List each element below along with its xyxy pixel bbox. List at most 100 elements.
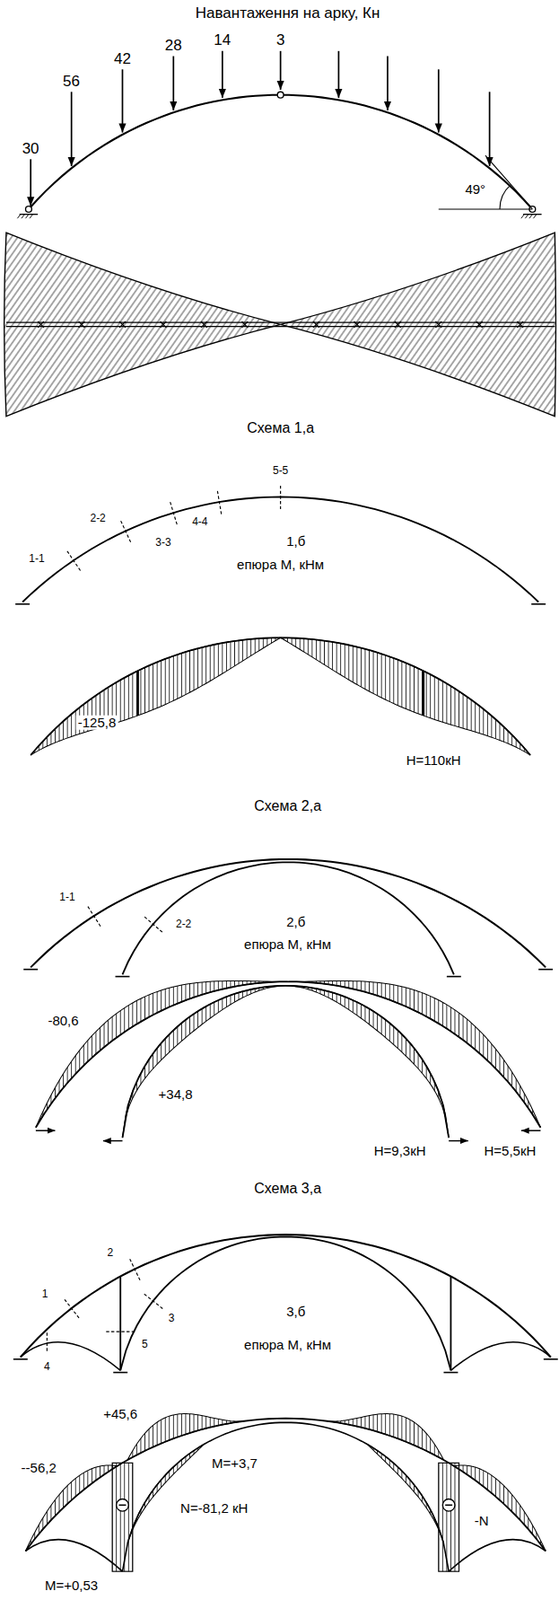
sign-symbol bbox=[445, 1503, 453, 1506]
thrust-arrow bbox=[521, 1128, 542, 1130]
ground-hatch bbox=[26, 214, 29, 219]
load-value: 14 bbox=[211, 32, 233, 50]
ground-hatch bbox=[17, 214, 20, 219]
load-arrow bbox=[122, 69, 124, 132]
support-symbol bbox=[15, 602, 30, 605]
moment-diagram bbox=[26, 1464, 118, 1551]
load-diagram bbox=[280, 232, 557, 417]
cross-mark bbox=[78, 321, 86, 328]
scheme-caption: Схема 1,а bbox=[244, 420, 316, 437]
section-mark: 5-5 bbox=[270, 465, 290, 478]
cross-mark bbox=[241, 321, 248, 328]
moment-value: +34,8 bbox=[157, 1085, 195, 1101]
section-mark-line bbox=[87, 905, 101, 926]
load-arrow bbox=[279, 51, 282, 90]
scheme-caption: 2,б bbox=[284, 913, 307, 929]
load-value: 30 bbox=[20, 140, 42, 158]
load-arrow bbox=[221, 51, 224, 98]
moment-diagram bbox=[127, 1413, 245, 1459]
section-mark: 1-1 bbox=[57, 891, 77, 904]
title: Навантаження на арку, Кн bbox=[193, 4, 383, 22]
ground-hatch bbox=[524, 214, 528, 219]
load-arrow bbox=[386, 56, 389, 112]
moment-diagram bbox=[366, 1442, 444, 1542]
drawing-layer bbox=[4, 51, 559, 1571]
load-value: 56 bbox=[61, 73, 82, 91]
section-mark-line bbox=[143, 915, 163, 932]
moment-value: +45,6 bbox=[101, 1405, 140, 1421]
support-symbol bbox=[23, 968, 38, 970]
thrust-value: H=5,5кН bbox=[482, 1143, 539, 1159]
section-mark-line bbox=[63, 1297, 79, 1318]
section-mark-line bbox=[129, 1257, 140, 1280]
support-hinge bbox=[26, 206, 33, 213]
arch-axis bbox=[28, 95, 533, 210]
section-mark-line bbox=[120, 519, 131, 542]
ground-hatch bbox=[529, 214, 533, 219]
moment-diagram bbox=[30, 637, 280, 755]
support-symbol bbox=[443, 1371, 458, 1373]
cross-mark bbox=[435, 321, 442, 328]
scheme-caption: Схема 3,а bbox=[252, 1180, 324, 1197]
ground-hatch bbox=[521, 214, 525, 219]
moment-value: M=+3,7 bbox=[209, 1455, 260, 1471]
cross-mark bbox=[160, 321, 167, 328]
cross-mark bbox=[160, 321, 167, 328]
force-value: N=-81,2 кН bbox=[178, 1500, 250, 1516]
cross-mark bbox=[119, 321, 126, 328]
load-diagram bbox=[4, 232, 281, 417]
moment-diagram bbox=[280, 637, 531, 755]
moment-value: M=+0,53 bbox=[43, 1576, 100, 1592]
cross-mark bbox=[119, 321, 126, 328]
inner-arch bbox=[120, 1235, 451, 1370]
axial-force-diagram bbox=[438, 1461, 460, 1571]
section-mark-line bbox=[105, 1330, 135, 1332]
section-mark-line bbox=[279, 484, 281, 509]
support-symbol bbox=[113, 1371, 128, 1373]
cross-mark bbox=[78, 321, 86, 328]
post-line bbox=[450, 1275, 453, 1371]
scheme-caption: 1,б bbox=[284, 532, 307, 549]
support-symbol bbox=[538, 968, 553, 970]
cross-mark bbox=[37, 321, 44, 328]
thrust-arrow bbox=[448, 1139, 469, 1141]
cross-mark bbox=[394, 321, 402, 328]
load-arrow bbox=[338, 51, 341, 98]
ground-hatch bbox=[21, 214, 25, 219]
ground-hatch bbox=[29, 214, 33, 219]
diagram-caption: епюра М, кНм bbox=[235, 556, 326, 572]
outer-arch bbox=[26, 1417, 547, 1551]
inner-arch bbox=[122, 1421, 449, 1571]
scheme-caption: Схема 2,а bbox=[252, 797, 324, 814]
support-symbol bbox=[446, 975, 462, 978]
cross-mark bbox=[200, 321, 208, 328]
section-mark: 5 bbox=[139, 1338, 150, 1351]
cross-mark bbox=[435, 321, 442, 328]
section-mark: 3-3 bbox=[153, 536, 173, 549]
section-mark: 1 bbox=[40, 1287, 51, 1300]
outer-arch bbox=[35, 980, 542, 1127]
thrust-arrow bbox=[103, 1139, 123, 1141]
load-arrow bbox=[29, 158, 32, 206]
thrust-value: H=9,3кН bbox=[372, 1143, 428, 1159]
angle-base-line bbox=[438, 208, 533, 210]
sign-symbol bbox=[442, 1497, 455, 1511]
cross-mark bbox=[516, 321, 524, 328]
moment-value: -80,6 bbox=[45, 1013, 80, 1029]
load-value: 42 bbox=[112, 51, 133, 69]
cross-mark bbox=[200, 321, 208, 328]
max-ordinate bbox=[136, 670, 140, 716]
thrust-value: H=110кН bbox=[404, 752, 463, 769]
lower-chord bbox=[450, 1341, 551, 1371]
axial-force-diagram bbox=[112, 1461, 133, 1571]
section-mark-line bbox=[143, 1292, 163, 1309]
lower-chord bbox=[448, 1538, 546, 1572]
support-symbol bbox=[543, 1357, 559, 1360]
section-mark-line bbox=[66, 550, 80, 571]
diagram-caption: епюра М, кНм bbox=[242, 1336, 333, 1353]
arch-axis bbox=[22, 496, 539, 602]
moment-value: -125,8 bbox=[76, 715, 119, 731]
section-mark-line bbox=[46, 1331, 48, 1353]
support-symbol bbox=[13, 1357, 28, 1360]
